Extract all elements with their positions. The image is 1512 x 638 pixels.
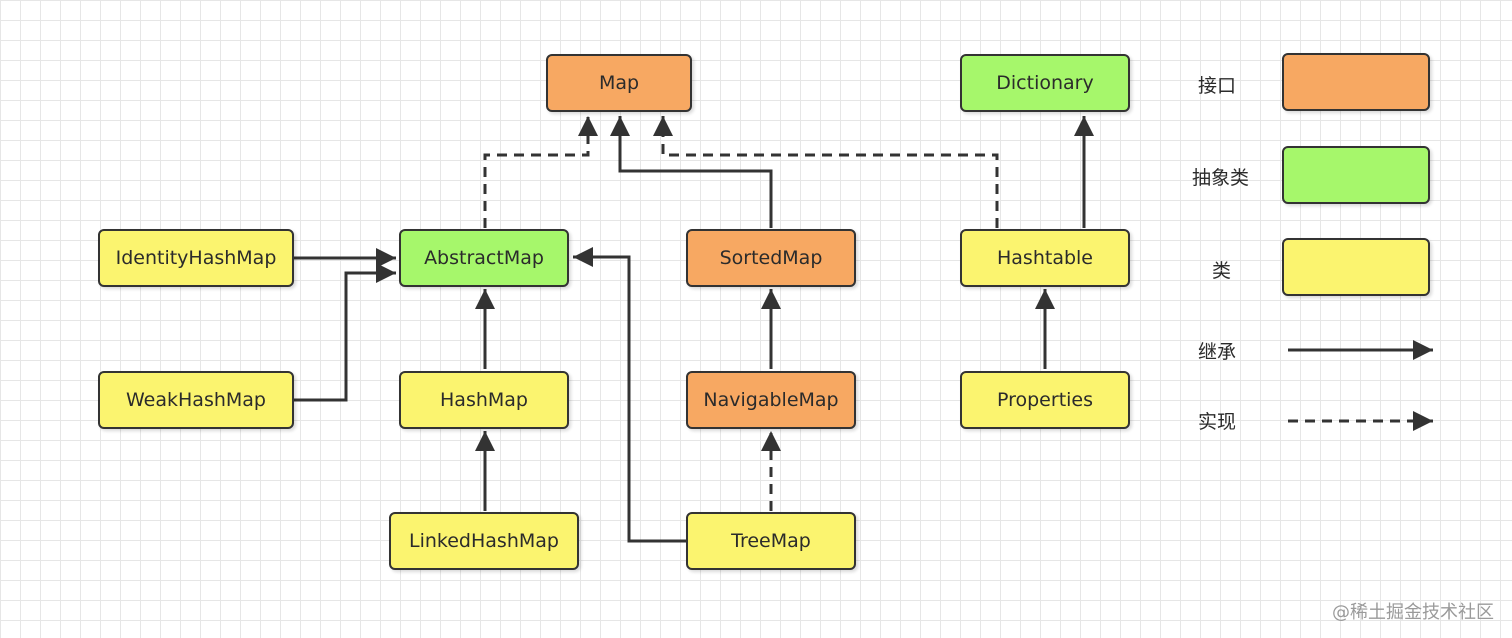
node-weakhashmap[interactable]: WeakHashMap [98, 371, 294, 429]
legend-abstract-label: 抽象类 [1192, 167, 1250, 189]
legend-inheritance-label: 继承 [1198, 341, 1237, 363]
node-abstractmap[interactable]: AbstractMap [399, 229, 569, 287]
node-treemap-label: TreeMap [731, 530, 811, 552]
node-treemap[interactable]: TreeMap [686, 512, 856, 570]
node-abstractmap-label: AbstractMap [424, 247, 544, 269]
watermark: @稀土掘金技术社区 [1332, 602, 1494, 623]
node-sortedmap[interactable]: SortedMap [686, 229, 856, 287]
edge-sortedmap-extends-map [610, 116, 773, 228]
node-sortedmap-label: SortedMap [719, 247, 823, 269]
edge-abstractmap-realizes-map [483, 116, 598, 228]
node-navigablemap-label: NavigableMap [703, 389, 839, 411]
node-properties-label: Properties [996, 389, 1094, 411]
edge-weakhashmap-extends-abstractmap [294, 263, 396, 402]
node-identityhashmap[interactable]: IdentityHashMap [98, 229, 294, 287]
node-properties[interactable]: Properties [960, 371, 1130, 429]
legend-interface-label: 接口 [1198, 75, 1237, 97]
legend-realization-label: 实现 [1198, 411, 1237, 433]
node-weakhashmap-label: WeakHashMap [126, 389, 266, 411]
node-navigablemap[interactable]: NavigableMap [686, 371, 856, 429]
node-dictionary[interactable]: Dictionary [960, 54, 1130, 112]
node-map[interactable]: Map [546, 54, 692, 112]
edge-hashtable-realizes-map [653, 116, 999, 228]
node-linkedhashmap-label: LinkedHashMap [409, 530, 559, 552]
node-identityhashmap-label: IdentityHashMap [115, 247, 277, 269]
legend-abstract-swatch [1282, 146, 1430, 204]
edge-treemap-extends-abstractmap [573, 247, 686, 543]
node-hashtable[interactable]: Hashtable [960, 229, 1130, 287]
node-hashmap[interactable]: HashMap [399, 371, 569, 429]
legend-interface-swatch [1282, 53, 1430, 111]
node-map-label: Map [598, 72, 640, 94]
node-hashtable-label: Hashtable [997, 247, 1093, 269]
legend-class-label: 类 [1212, 260, 1232, 282]
legend-class-swatch [1282, 238, 1430, 296]
node-dictionary-label: Dictionary [996, 72, 1094, 94]
node-hashmap-label: HashMap [440, 389, 528, 411]
node-linkedhashmap[interactable]: LinkedHashMap [389, 512, 579, 570]
